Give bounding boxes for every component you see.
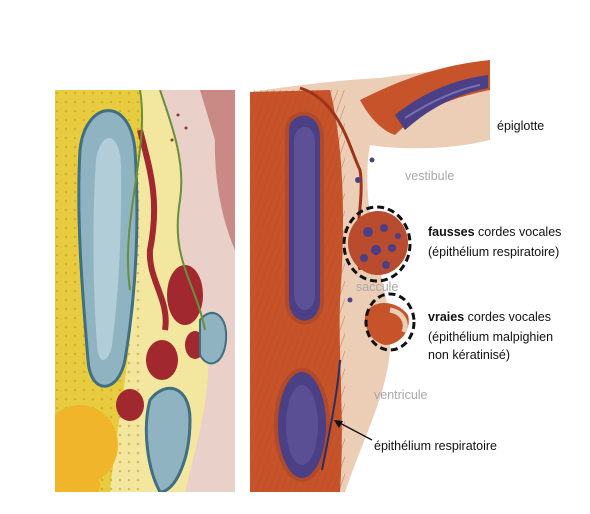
true-vocal-cord-outline: [364, 292, 416, 352]
label-fausses-rest: cordes vocales: [475, 225, 562, 239]
label-ventricule: ventricule: [374, 388, 428, 402]
label-epiglotte: épiglotte: [497, 119, 544, 133]
label-vraies-cordes: vraies cordes vocales: [428, 310, 551, 324]
label-vestibule: vestibule: [405, 169, 454, 183]
label-fausses-epithelium: (épithélium respiratoire): [428, 245, 559, 259]
label-fausses-cordes: fausses cordes vocales: [428, 225, 561, 239]
label-vraies-bold: vraies: [428, 310, 464, 324]
schematic-drawing: [55, 90, 235, 492]
label-epithelium-respiratoire: épithélium respiratoire: [374, 439, 497, 453]
label-saccule: saccule: [356, 280, 398, 294]
label-vraies-rest: cordes vocales: [464, 310, 551, 324]
label-vraies-epithelium: (épithélium malpighien: [428, 330, 553, 344]
histology-section: [250, 60, 490, 492]
label-fausses-bold: fausses: [428, 225, 475, 239]
epithelium-arrow: [334, 420, 373, 441]
false-vocal-cord-outline: [342, 205, 412, 283]
label-vraies-keratinise: non kératinisé): [428, 348, 510, 362]
